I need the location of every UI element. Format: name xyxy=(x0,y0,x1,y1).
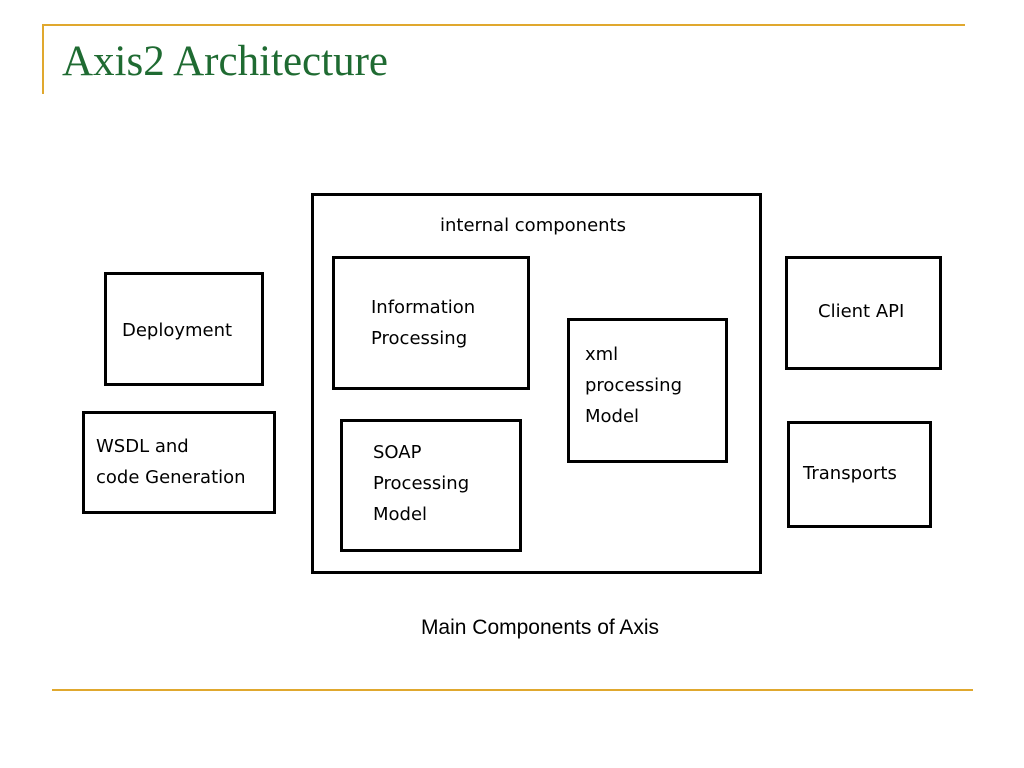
diagram-caption: Main Components of Axis xyxy=(420,616,660,639)
wsdl-code-generation-box xyxy=(82,411,276,514)
transports-box xyxy=(787,421,932,528)
deployment-box xyxy=(104,272,264,386)
internal-components-label: internal components xyxy=(440,215,626,236)
client-api-box xyxy=(785,256,942,370)
information-processing-label: Information Processing xyxy=(371,297,476,349)
soap-processing-model-label: SOAP Processing Model xyxy=(373,442,470,525)
wsdl-code-generation-label: WSDL and code Generation xyxy=(96,436,246,488)
information-processing-box xyxy=(332,256,530,390)
soap-processing-model-box xyxy=(340,419,522,552)
left-rule xyxy=(42,24,44,94)
xml-processing-model-box xyxy=(567,318,728,463)
bottom-rule xyxy=(52,689,973,691)
client-api-label: Client API xyxy=(818,301,905,322)
transports-label: Transports xyxy=(803,463,897,484)
top-rule xyxy=(42,24,965,26)
xml-processing-model-label: xml processing Model xyxy=(585,344,683,427)
slide-title: Axis2 Architecture xyxy=(62,38,388,85)
deployment-label: Deployment xyxy=(122,320,233,341)
